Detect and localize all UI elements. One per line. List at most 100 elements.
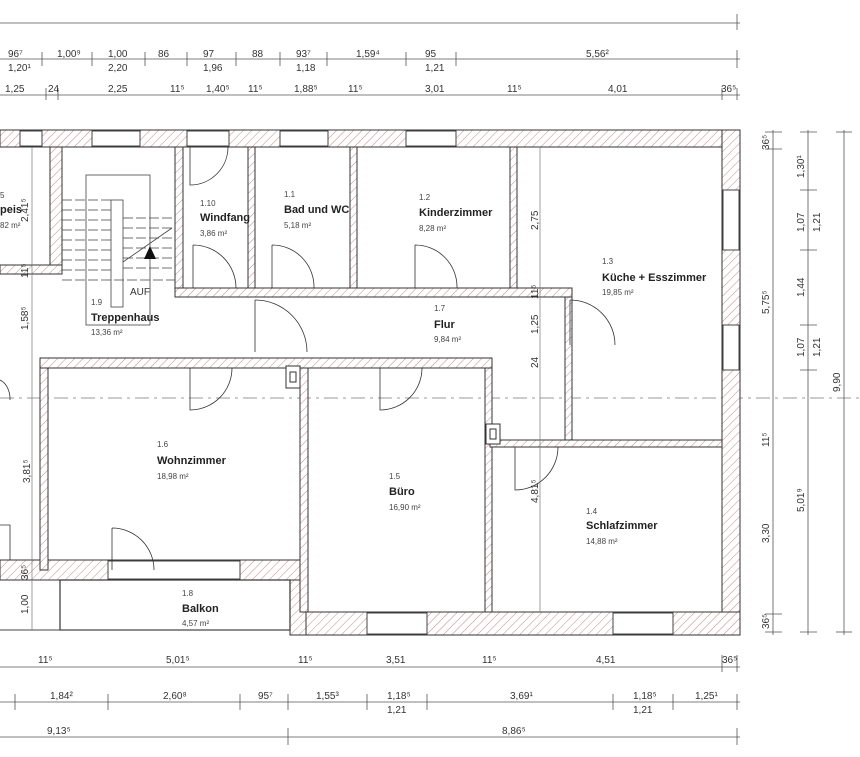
dim-label: 36⁵ <box>761 135 772 150</box>
dim-label: 9,13⁵ <box>47 726 71 737</box>
dim-label: 1,21 <box>633 705 653 716</box>
top-dimensions: 96⁷ 1,20¹ 1,00⁹ 1,00 2,20 86 97 1,96 88 … <box>0 14 740 100</box>
room-number: 5 <box>0 191 5 200</box>
room-name: Windfang <box>200 212 250 224</box>
dim-label: 11⁵ <box>248 84 263 95</box>
room-name: Wohnzimmer <box>157 455 227 467</box>
room-area: 19,85 m² <box>602 288 634 297</box>
dim-label: 1,88⁵ <box>294 84 318 95</box>
dim-label: 2,41⁵ <box>20 198 31 222</box>
room-area: 13,36 m² <box>91 328 123 337</box>
dim-label: 1,21 <box>812 337 823 357</box>
dim-label: 1,44 <box>796 277 807 297</box>
room-kinderzimmer: 1.2 Kinderzimmer 8,28 m² <box>419 193 493 233</box>
dim-label: 4,51 <box>596 655 616 666</box>
dim-label: 8,86⁵ <box>502 726 526 737</box>
dim-label: 1,21 <box>812 212 823 232</box>
dim-label: 2,25 <box>108 84 128 95</box>
dim-label: 1,55³ <box>316 691 339 702</box>
dim-label: 36⁵ <box>761 614 772 629</box>
dim-label: 4,01 <box>608 84 628 95</box>
interior-dimensions: 2,41⁵ 11⁵ 1,58⁵ 3,81⁵ 36⁵ 1,00 2,75 11⁵ … <box>20 198 541 614</box>
dim-label: 1,00 <box>108 49 128 60</box>
staircase: AUF <box>62 174 175 326</box>
dim-label: 11⁵ <box>530 284 541 299</box>
room-name: peis <box>0 204 22 216</box>
dim-label: 1,18⁵ <box>633 691 657 702</box>
room-number: 1.10 <box>200 199 216 208</box>
room-number: 1.2 <box>419 193 431 202</box>
room-area: 5,18 m² <box>284 221 311 230</box>
dim-label: 1,20¹ <box>8 63 31 74</box>
room-name: Schlafzimmer <box>586 520 658 532</box>
dim-label: 1,25 <box>530 314 541 334</box>
room-buero: 1.5 Büro 16,90 m² <box>389 472 421 512</box>
dim-label: 1,84² <box>50 691 73 702</box>
dim-label: 36⁵ <box>721 84 736 95</box>
dim-label: 3,51 <box>386 655 406 666</box>
dim-label: 95⁷ <box>258 691 273 702</box>
room-name: Flur <box>434 319 455 331</box>
dim-label: 11⁵ <box>298 655 313 666</box>
room-number: 1.4 <box>586 507 598 516</box>
dim-label: 2,20 <box>108 63 128 74</box>
dim-label: 3,69¹ <box>510 691 533 702</box>
dim-label: 11⁵ <box>38 655 53 666</box>
room-balkon: 1.8 Balkon 4,57 m² <box>182 589 219 628</box>
dim-label: 2,75 <box>530 210 541 230</box>
dim-label: 3,81⁵ <box>22 459 33 483</box>
balkon-outline <box>59 579 291 631</box>
room-number: 1.9 <box>91 298 103 307</box>
bottom-dimensions: 11⁵ 5,01⁵ 11⁵ 3,51 11⁵ 4,51 36⁵ 1,84² 2,… <box>0 655 740 745</box>
room-name: Küche + Esszimmer <box>602 272 707 284</box>
dim-label: 95 <box>425 49 437 60</box>
room-name: Treppenhaus <box>91 312 159 324</box>
room-kueche-esszimmer: 1.3 Küche + Esszimmer 19,85 m² <box>602 257 707 297</box>
dim-label: 1,07 <box>796 337 807 357</box>
dim-label: 5,01⁵ <box>166 655 190 666</box>
dim-label: 11⁵ <box>170 84 185 95</box>
dim-label: 3,30 <box>761 523 772 543</box>
dim-label: 1,40⁵ <box>206 84 230 95</box>
dim-label: 1,21 <box>387 705 407 716</box>
dim-label: 1,58⁵ <box>20 306 31 330</box>
room-name: Bad und WC <box>284 204 349 216</box>
stair-direction-label: AUF <box>130 287 150 298</box>
dim-label: 1,25¹ <box>695 691 718 702</box>
room-number: 1.5 <box>389 472 401 481</box>
dim-label: 1,07 <box>796 212 807 232</box>
room-schlafzimmer: 1.4 Schlafzimmer 14,88 m² <box>586 507 658 546</box>
room-flur: 1.7 Flur 9,84 m² <box>434 304 461 344</box>
dim-label: 36⁵ <box>722 655 737 666</box>
room-speis-partial: 5 peis 82 m² <box>0 191 22 230</box>
room-area: 3,86 m² <box>200 229 227 238</box>
room-name: Büro <box>389 486 415 498</box>
dim-label: 1,21 <box>425 63 445 74</box>
dim-label: 24 <box>48 84 60 95</box>
dim-label: 1,96 <box>203 63 223 74</box>
room-area: 18,98 m² <box>157 472 189 481</box>
dim-label: 1,18⁵ <box>387 691 411 702</box>
dim-label: 3,01 <box>425 84 445 95</box>
dim-label: 1,00 <box>20 594 31 614</box>
room-area: 16,90 m² <box>389 503 421 512</box>
room-number: 1.6 <box>157 440 169 449</box>
doors[interactable] <box>0 146 616 571</box>
dim-label: 86 <box>158 49 170 60</box>
room-area: 82 m² <box>0 221 21 230</box>
dim-label: 2,60⁸ <box>163 691 187 702</box>
dim-label: 1,30¹ <box>796 155 807 178</box>
dim-label: 4,81⁵ <box>530 479 541 503</box>
room-area: 9,84 m² <box>434 335 461 344</box>
dim-label: 5,01⁹ <box>796 488 807 512</box>
dim-label: 97 <box>203 49 215 60</box>
room-bad-und-wc: 1.1 Bad und WC 5,18 m² <box>284 190 349 230</box>
room-number: 1.3 <box>602 257 614 266</box>
dim-label: 11⁵ <box>348 84 363 95</box>
dim-label: 11⁵ <box>507 84 522 95</box>
stair-arrow-icon <box>144 246 156 259</box>
room-area: 14,88 m² <box>586 537 618 546</box>
dim-label: 11⁵ <box>482 655 497 666</box>
dim-label: 36⁵ <box>20 565 31 580</box>
